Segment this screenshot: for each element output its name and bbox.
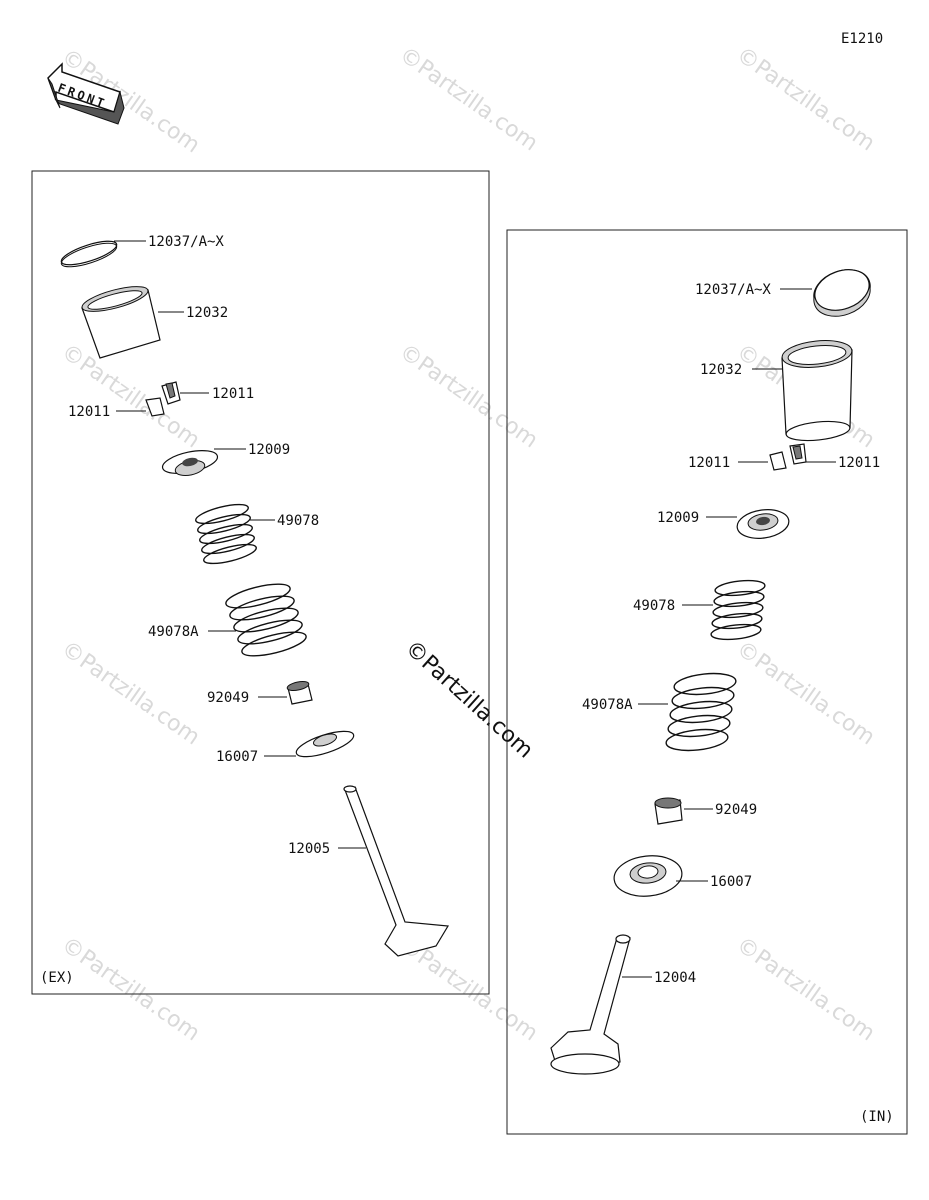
watermark: ©Partzilla.com: [395, 339, 543, 453]
watermark: ©Partzilla.com: [57, 932, 205, 1046]
ex-spring-seat-part: [295, 730, 355, 758]
intake-panel: 12037/A~X 12032 12011 12011 12009: [506, 229, 908, 1135]
ex-label-spring-seat: 16007: [216, 749, 258, 765]
in-cotter-right-part: [789, 443, 807, 465]
exhaust-panel: 12037/A~X 12032 12011 12011 12009: [31, 170, 490, 995]
in-inner-spring-part: [710, 579, 766, 641]
watermark: ©Partzilla.com: [732, 42, 880, 156]
in-shim-part: [813, 269, 871, 317]
ex-label-stem-seal: 92049: [207, 690, 249, 706]
ex-label-cotter-right: 12011: [212, 386, 254, 402]
in-stem-seal-part: [654, 797, 683, 825]
watermark: ©Partzilla.com: [57, 339, 205, 453]
ex-label-inner-spring: 49078: [277, 513, 319, 529]
watermark: ©Partzilla.com: [395, 42, 543, 156]
ex-cotter-right-part: [161, 381, 181, 405]
ex-cotter-left-part: [145, 397, 165, 417]
watermark: ©Partzilla.com: [732, 932, 880, 1046]
in-label-outer-spring: 49078A: [582, 697, 633, 713]
in-label-cotter-right: 12011: [838, 455, 880, 471]
ex-panel-tag: (EX): [40, 970, 74, 986]
watermark-layer: ©Partzilla.com ©Partzilla.com ©Partzilla…: [57, 42, 880, 1046]
in-label-cotter-left: 12011: [688, 455, 730, 471]
watermark: ©Partzilla.com: [732, 636, 880, 750]
in-label-inner-spring: 49078: [633, 598, 675, 614]
ex-label-cotter-left: 12011: [68, 404, 110, 420]
in-valve-part: [550, 934, 631, 1075]
diagram-code: E1210: [841, 31, 883, 47]
in-label-valve: 12004: [654, 970, 696, 986]
watermark: ©Partzilla.com: [57, 636, 205, 750]
in-label-spring-seat: 16007: [710, 874, 752, 890]
front-arrow-icon: FRONT: [47, 62, 125, 125]
watermark-center: ©Partzilla.com: [400, 636, 538, 764]
in-label-stem-seal: 92049: [715, 802, 757, 818]
in-spring-seat-part: [613, 855, 683, 897]
exhaust-panel-frame: [31, 170, 490, 995]
ex-label-valve: 12005: [288, 841, 330, 857]
ex-valve-part: [343, 785, 450, 957]
in-retainer-part: [736, 509, 790, 539]
ex-outer-spring-part: [225, 583, 307, 657]
in-label-shim: 12037/A~X: [695, 282, 771, 298]
ex-label-tappet: 12032: [186, 305, 228, 321]
in-label-retainer: 12009: [657, 510, 699, 526]
ex-label-retainer: 12009: [248, 442, 290, 458]
ex-retainer-part: [161, 450, 219, 477]
in-cotter-left-part: [769, 451, 787, 471]
ex-tappet-part: [81, 286, 161, 359]
ex-label-outer-spring: 49078A: [148, 624, 199, 640]
ex-label-shim: 12037/A~X: [148, 234, 224, 250]
in-panel-tag: (IN): [860, 1109, 894, 1125]
ex-shim-part: [60, 240, 118, 268]
in-tappet-part: [781, 340, 853, 442]
intake-panel-frame: [506, 229, 908, 1135]
in-outer-spring-part: [665, 672, 737, 752]
in-label-tappet: 12032: [700, 362, 742, 378]
ex-stem-seal-part: [286, 680, 313, 705]
ex-inner-spring-part: [195, 503, 257, 565]
